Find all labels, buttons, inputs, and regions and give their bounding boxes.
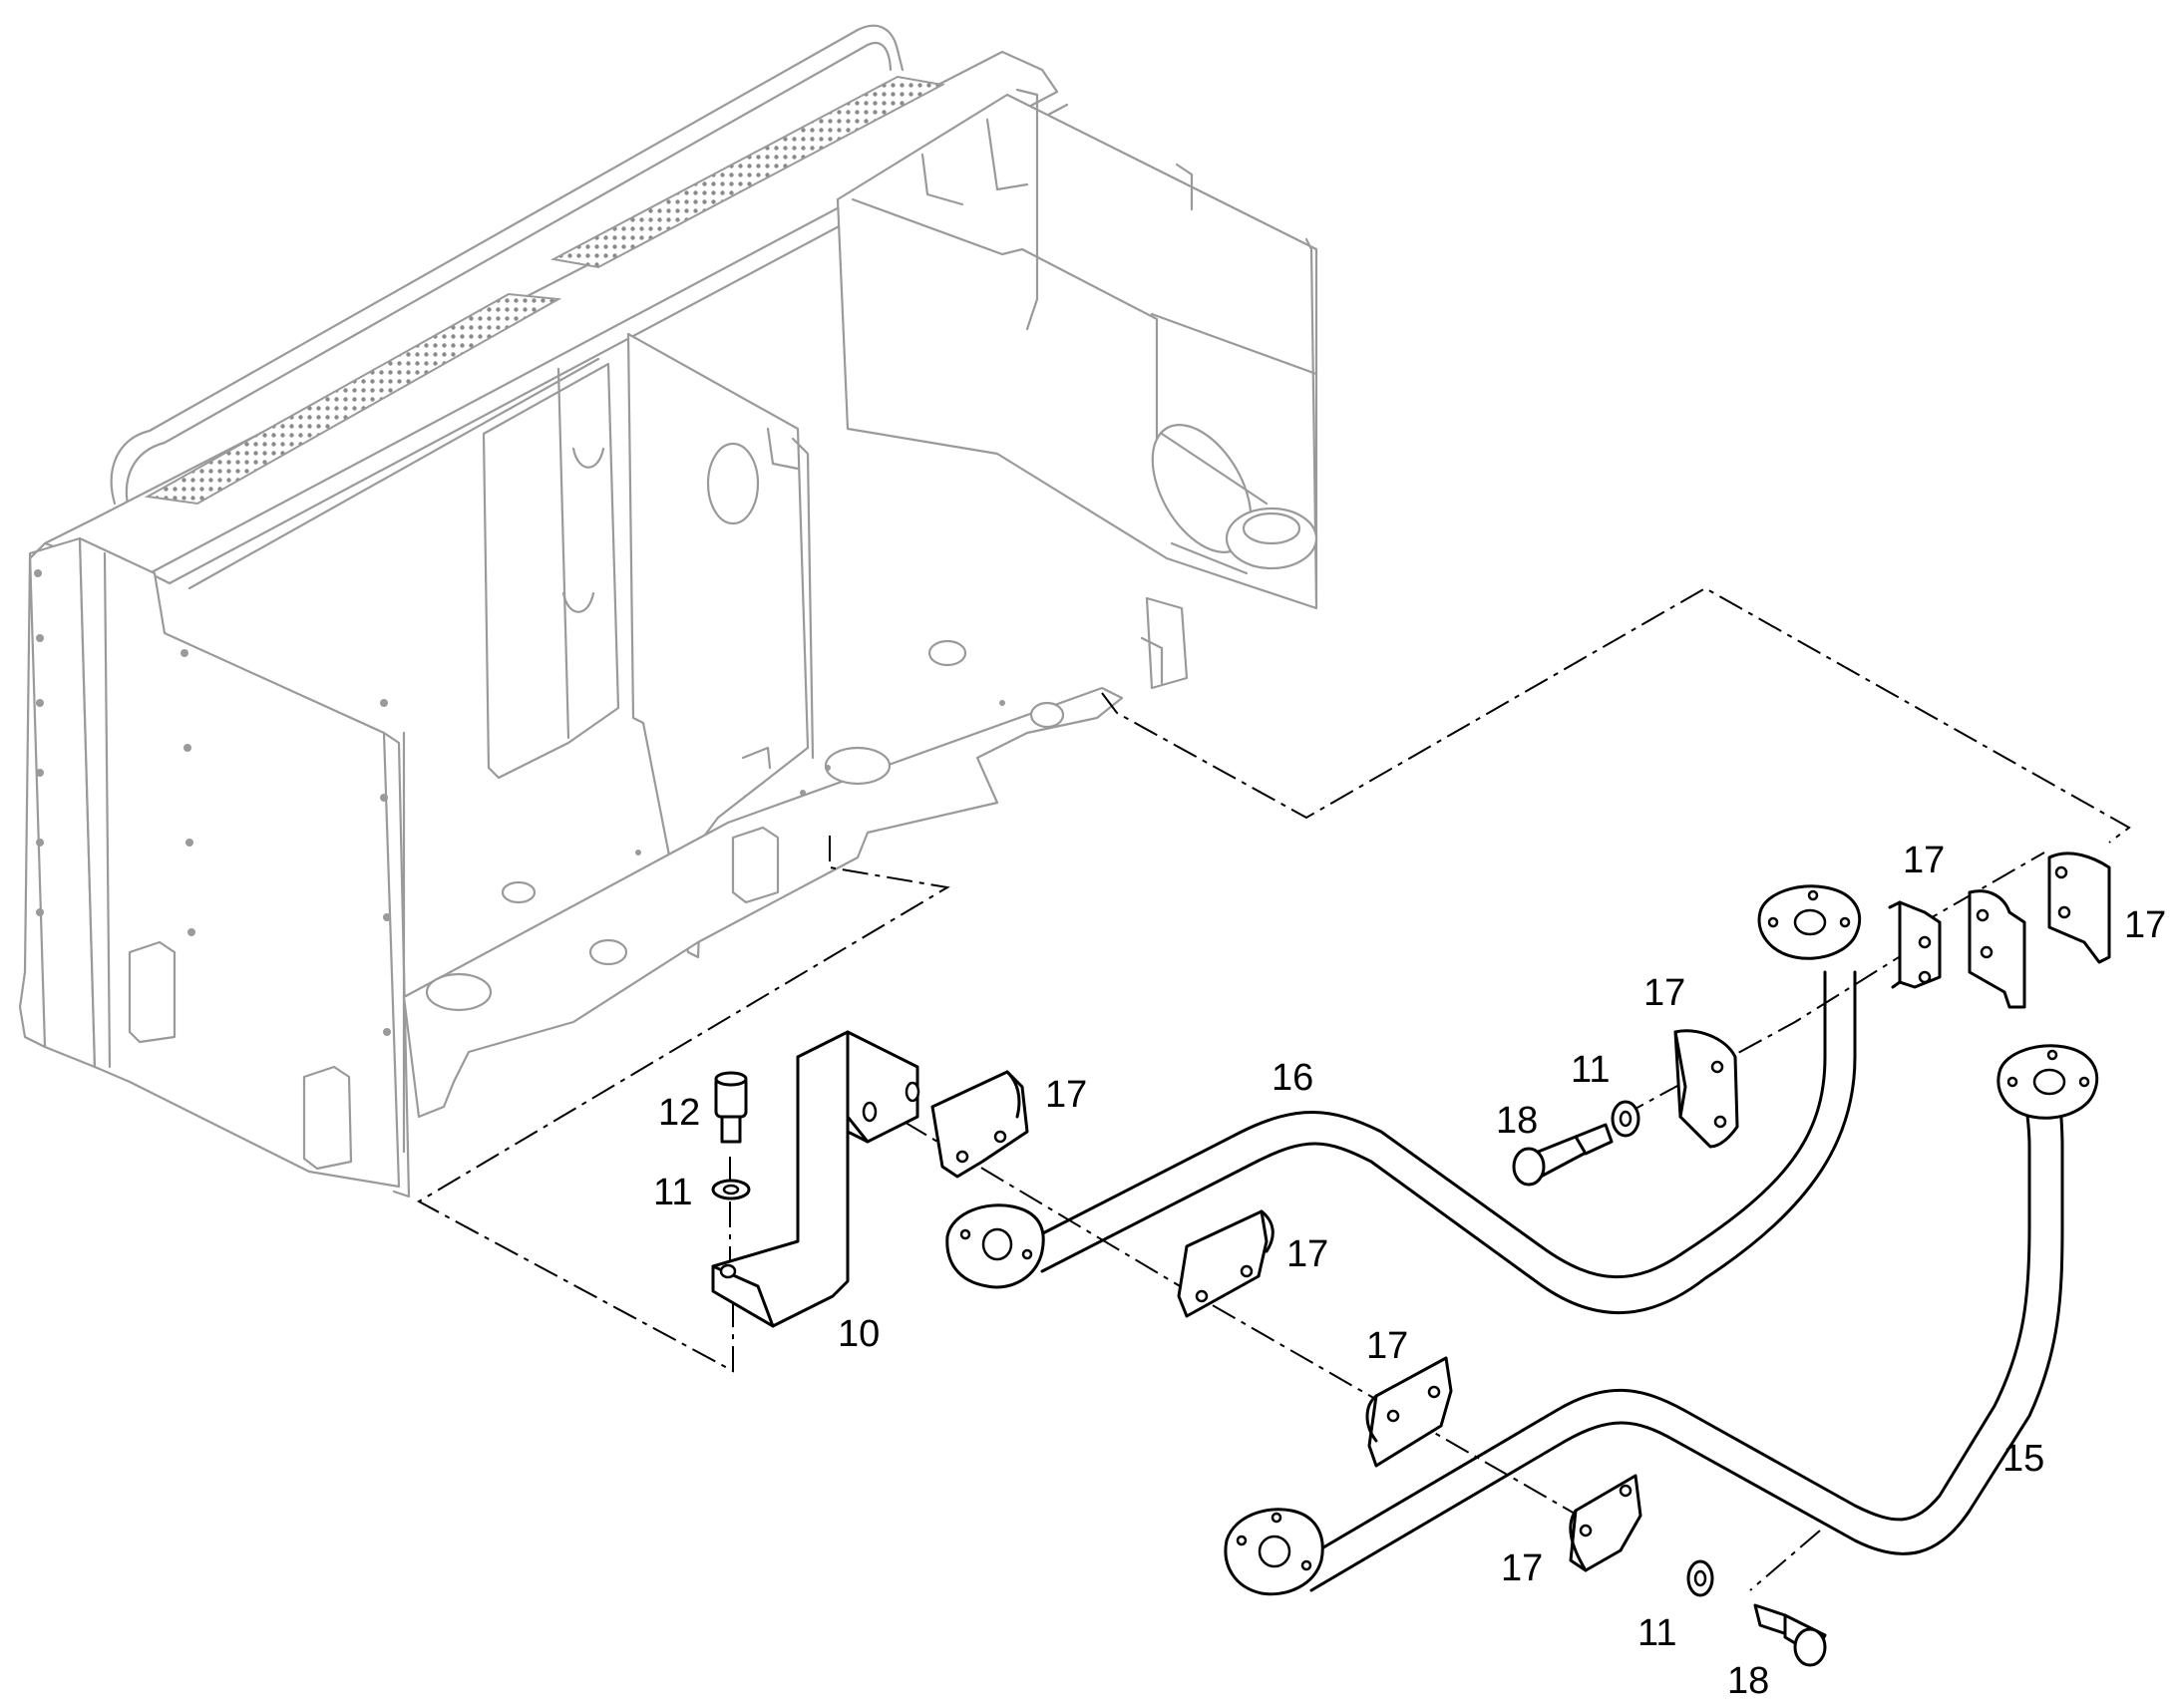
callout-11-upper: 11 (1571, 1049, 1610, 1091)
clamp-part-17-d[interactable] (1673, 1029, 1739, 1149)
ghost-frame-assembly (18, 24, 1318, 1198)
clamp-part-17-g[interactable] (2047, 852, 2111, 964)
grille-left (144, 292, 562, 506)
callout-18-lower: 18 (1727, 1660, 1769, 1702)
callout-17-c: 17 (1366, 1325, 1408, 1367)
clamp-part-17-c[interactable] (1365, 1356, 1453, 1468)
callout-17-b: 17 (1286, 1233, 1328, 1275)
clamp-part-17-f[interactable] (1968, 889, 2026, 1009)
callout-10: 10 (838, 1313, 880, 1355)
callout-17-e: 17 (1903, 840, 1945, 881)
tube-part-16[interactable] (945, 884, 1862, 1315)
callout-15: 15 (2002, 1438, 2044, 1480)
callout-12: 12 (658, 1092, 700, 1134)
clamp-part-17-a[interactable] (930, 1070, 1029, 1179)
callout-17-d: 17 (1643, 972, 1685, 1014)
tube-15-flange-upper (1997, 1044, 2099, 1120)
bracket-part-10[interactable] (711, 1030, 920, 1328)
bolt-part-18-upper[interactable] (1512, 1123, 1614, 1187)
callout-labels: 12 11 10 17 16 17 17 11 18 17 17 17 15 1… (653, 840, 2166, 1702)
tube-16-flange-lower (945, 1203, 1045, 1289)
clamp-part-17-lower[interactable] (1569, 1474, 1642, 1572)
washer-part-11-upper[interactable] (1611, 1100, 1640, 1138)
callout-17-f: 17 (2124, 904, 2166, 946)
tube-16-flange-upper (1757, 884, 1862, 960)
bolt-part-18-lower[interactable] (1753, 1603, 1827, 1667)
grille-right (549, 75, 946, 269)
callout-18-upper: 18 (1496, 1100, 1538, 1142)
callout-11-lower: 11 (1637, 1612, 1676, 1654)
clamp-part-17-b[interactable] (1177, 1209, 1274, 1318)
tube-15-flange-lower (1224, 1508, 1324, 1596)
callout-17-a: 17 (1045, 1074, 1087, 1116)
callout-11-bracket: 11 (653, 1172, 692, 1213)
callout-16: 16 (1272, 1057, 1313, 1099)
washer-part-11-lower[interactable] (1686, 1559, 1714, 1597)
callout-17-g: 17 (1501, 1547, 1543, 1589)
clamp-part-17-e[interactable] (1888, 900, 1942, 989)
bolt-part-12[interactable] (714, 1071, 748, 1144)
tube-part-15[interactable] (1224, 1044, 2099, 1596)
washer-part-11-bracket[interactable] (711, 1179, 751, 1200)
